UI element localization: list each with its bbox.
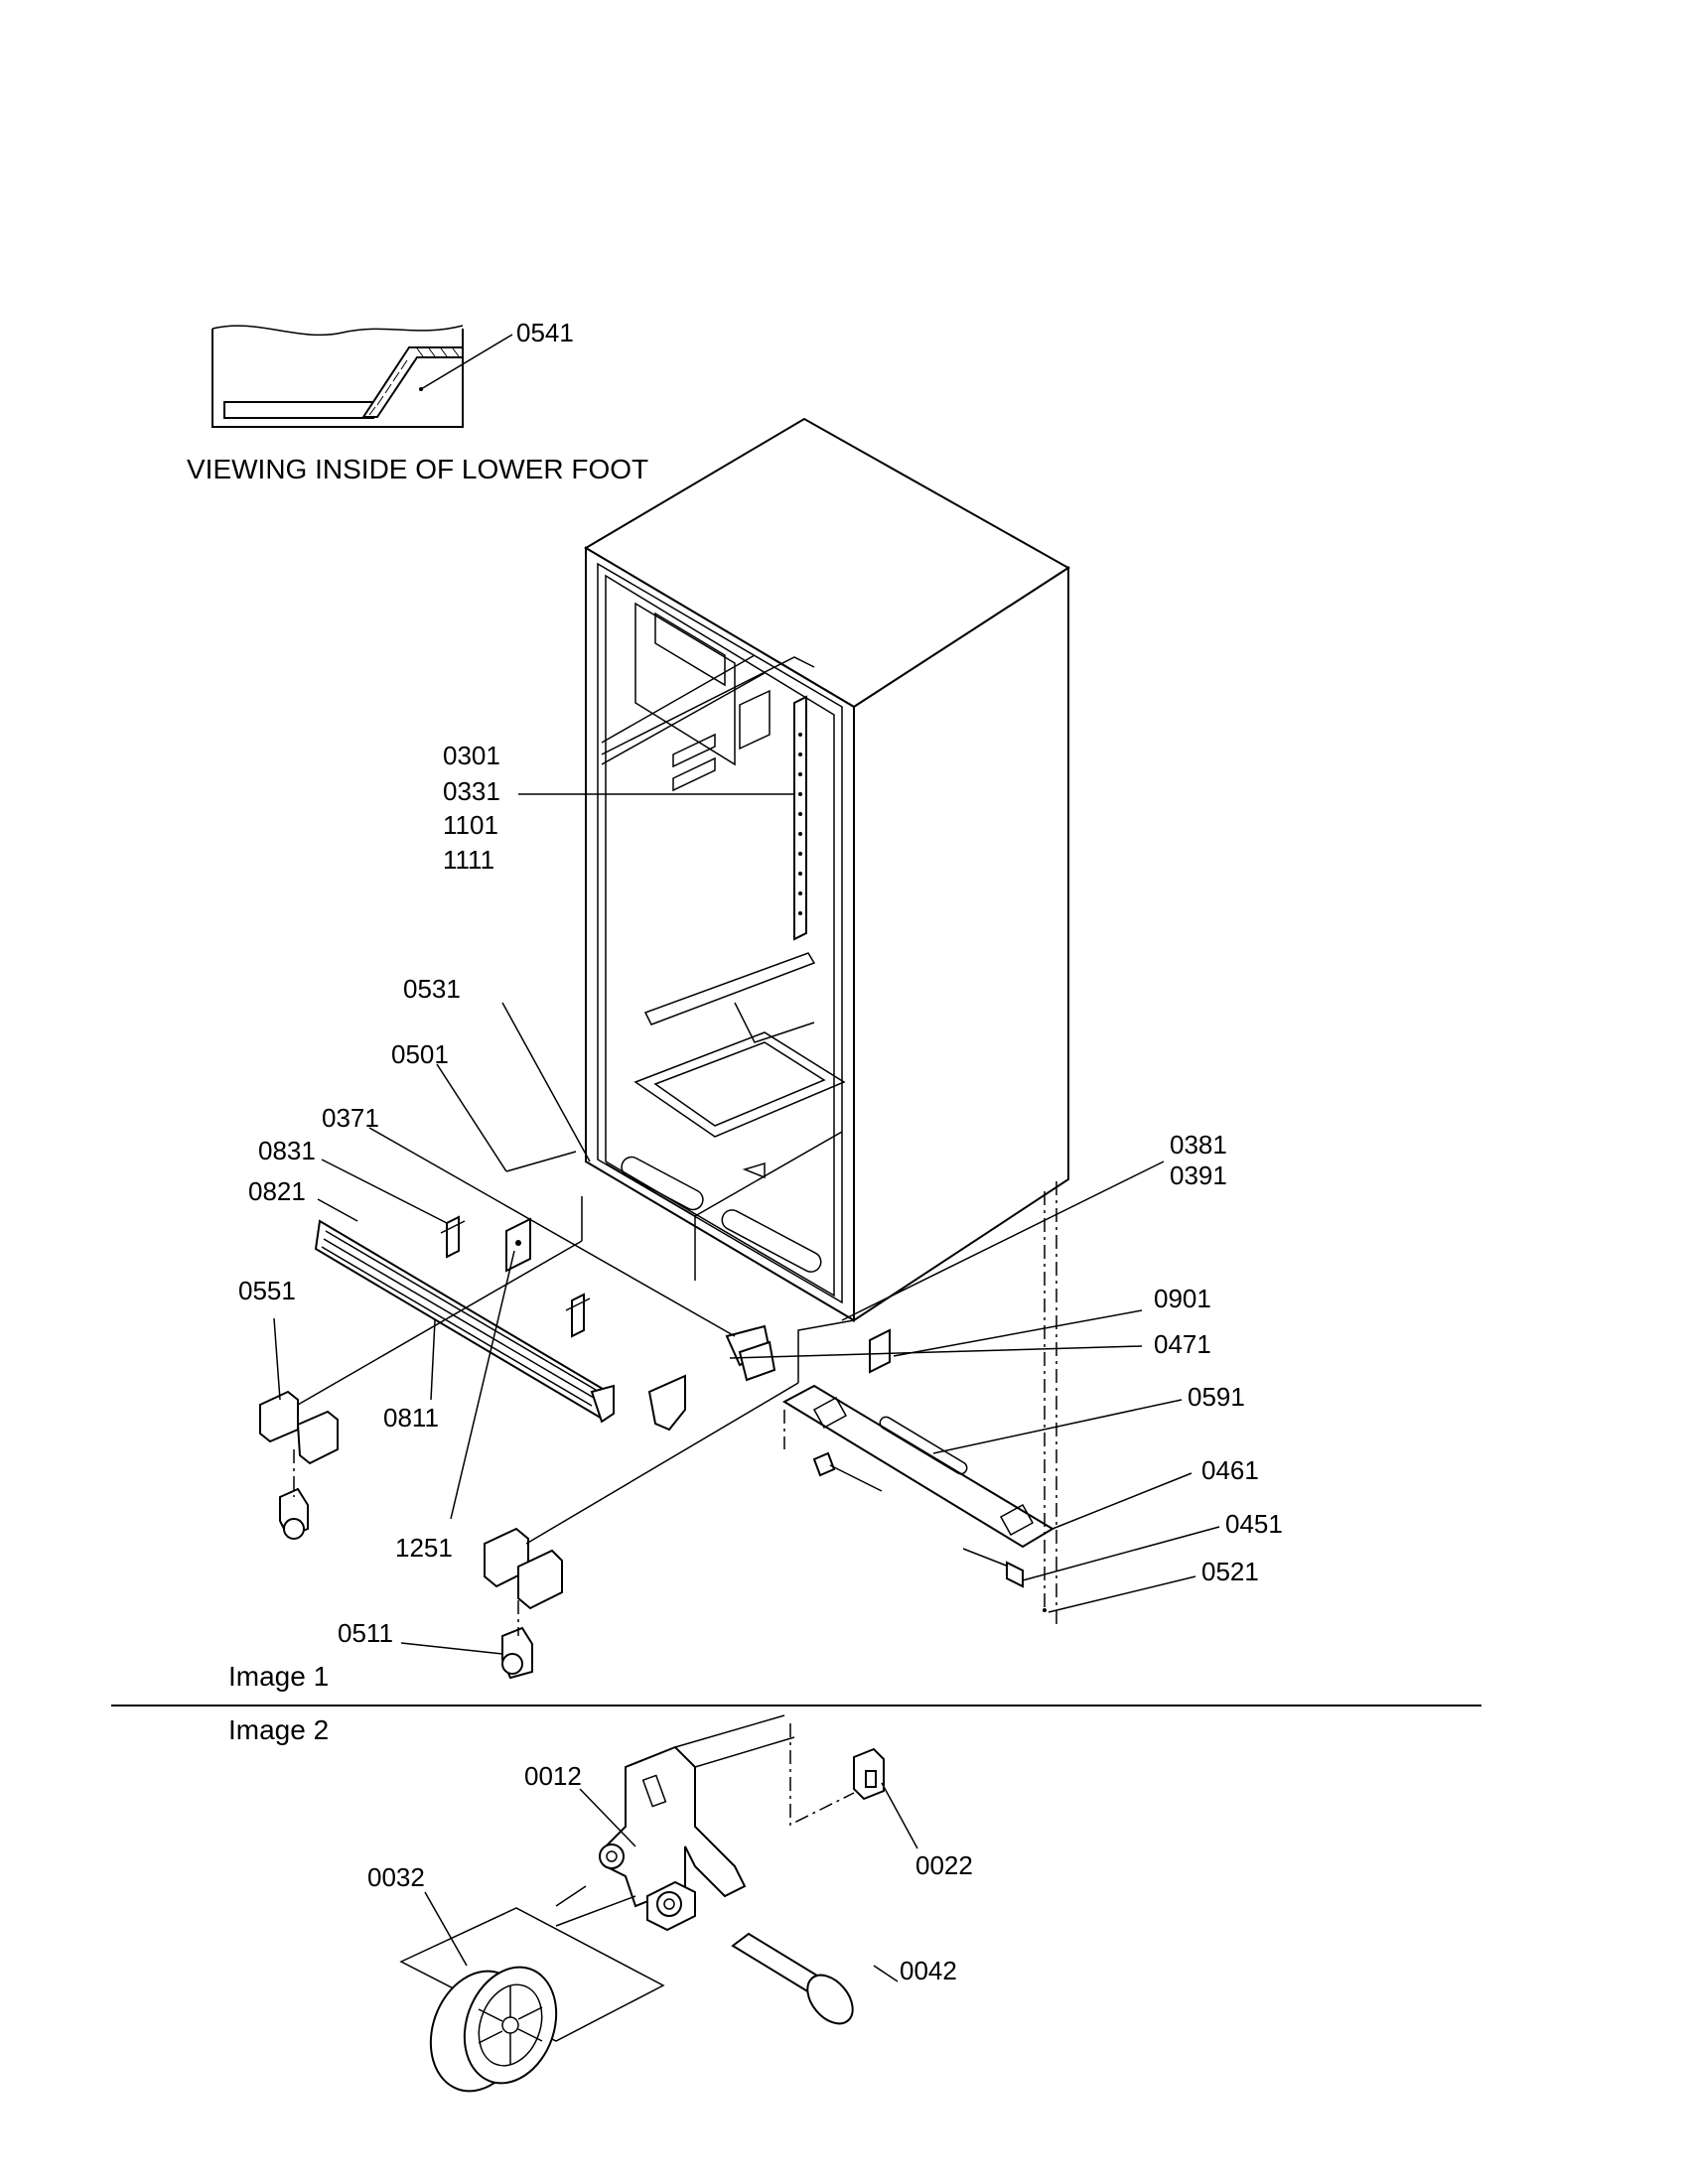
axle-pin-0042	[731, 1932, 854, 2025]
hinge-0371	[725, 1324, 776, 1382]
label-0521: 0521	[1201, 1557, 1259, 1586]
clip-0821	[440, 1215, 466, 1259]
label-0042: 0042	[900, 1956, 957, 1985]
clip-0022	[789, 1723, 885, 1827]
clip-center	[565, 1293, 591, 1338]
axle-hub	[646, 1880, 696, 1932]
label-0511: 0511	[338, 1618, 393, 1648]
label-0501: 0501	[391, 1039, 449, 1069]
wheel-0032	[399, 1907, 665, 2093]
leader-lines-image2	[424, 1782, 918, 1982]
cylinder-center	[812, 1451, 883, 1492]
refrigerator-cabinet	[584, 417, 1070, 1322]
label-0821: 0821	[248, 1176, 306, 1206]
frame-lines	[297, 1196, 855, 1545]
cylinder-0451	[962, 1548, 1024, 1588]
label-0531: 0531	[403, 974, 461, 1004]
label-0811: 0811	[383, 1403, 439, 1433]
label-1111: 1111	[443, 845, 494, 875]
wheel-bracket-0012	[599, 1714, 795, 1908]
label-0551: 0551	[238, 1276, 296, 1305]
label-0381: 0381	[1170, 1130, 1227, 1160]
bracket-1251	[505, 1217, 531, 1273]
leveler-bracket-0551	[259, 1390, 339, 1540]
label-0541: 0541	[516, 318, 574, 347]
image-1-caption: Image 1	[228, 1661, 329, 1692]
inset-caption: VIEWING INSIDE OF LOWER FOOT	[187, 454, 648, 484]
label-0831: 0831	[258, 1136, 316, 1165]
label-0032: 0032	[367, 1862, 425, 1892]
label-0901: 0901	[1154, 1284, 1211, 1313]
label-0371: 0371	[322, 1103, 379, 1133]
label-1251: 1251	[395, 1533, 453, 1563]
label-0461: 0461	[1201, 1455, 1259, 1485]
label-0391: 0391	[1170, 1160, 1227, 1190]
small-bracket-0901	[869, 1328, 891, 1374]
leveler-bracket-0511	[484, 1527, 563, 1680]
inset-lower-foot	[211, 325, 513, 428]
kickplate-grille	[314, 1219, 615, 1424]
label-1101: 1101	[443, 810, 498, 840]
spacer-lines	[555, 1885, 636, 1927]
label-0022: 0022	[915, 1850, 973, 1880]
label-0331: 0331	[443, 776, 500, 806]
leader-lines	[273, 793, 1220, 1655]
lower-hinge-bracket	[647, 1374, 686, 1432]
label-0451: 0451	[1225, 1509, 1283, 1539]
label-0012: 0012	[524, 1761, 582, 1791]
image-2-caption: Image 2	[228, 1714, 329, 1745]
label-0301: 0301	[443, 741, 500, 770]
label-0591: 0591	[1188, 1382, 1245, 1412]
label-0471: 0471	[1154, 1329, 1211, 1359]
